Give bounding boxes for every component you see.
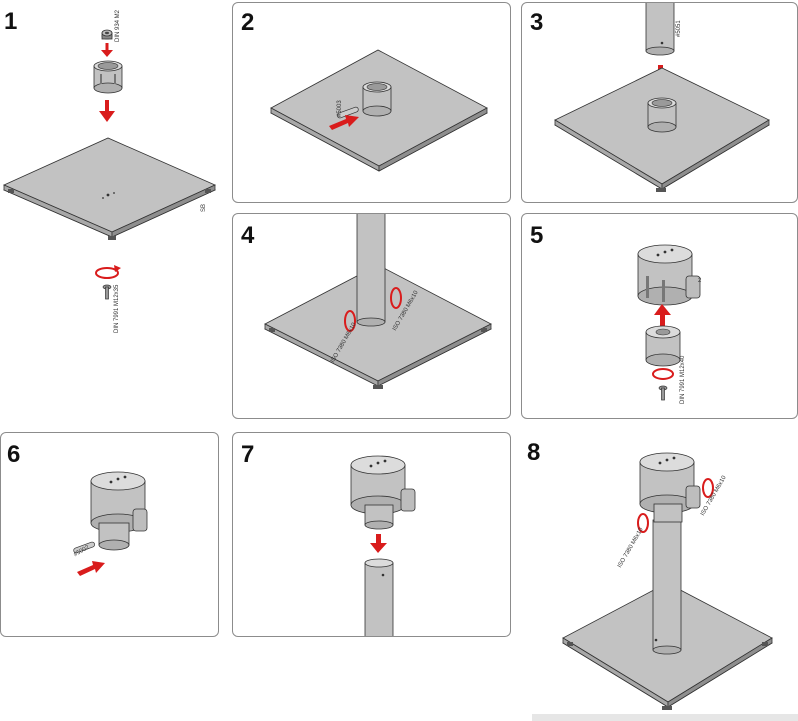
- hub-cylinder-icon: [93, 60, 123, 94]
- insert-cylinder-icon: [645, 325, 681, 367]
- step-5-illustration: [637, 244, 701, 401]
- hub-cylinder-icon: [647, 97, 677, 133]
- pole-icon: [364, 558, 394, 636]
- arrow-right-icon: [329, 115, 359, 130]
- arrow-down-icon: [99, 100, 115, 122]
- rotate-arrow-icon: [637, 478, 714, 533]
- step-3-illustration: [554, 3, 770, 192]
- step-3-number: 3: [530, 9, 544, 36]
- rotate-arrow-icon: [652, 368, 674, 380]
- nut-icon: [101, 29, 113, 40]
- clamp-hub-icon: [90, 471, 148, 551]
- step-5-side-label: 2: [698, 278, 702, 284]
- step-5-panel: 5 2 DIN 7991 M: [521, 213, 798, 419]
- step-1-number: 1: [4, 8, 18, 35]
- pin-icon: [336, 106, 359, 119]
- pin-icon: [73, 541, 96, 554]
- step-6-number: 6: [7, 441, 21, 468]
- arrow-down-icon: [101, 43, 113, 57]
- screw-icon: [102, 284, 112, 300]
- step-4-number: 4: [241, 222, 255, 249]
- step-5-number: 5: [530, 222, 544, 249]
- arrow-down-icon: [370, 534, 387, 553]
- hub-cylinder-icon: [362, 81, 392, 117]
- horizontal-scrollbar[interactable]: [532, 714, 798, 721]
- step-4-illustration: [264, 214, 492, 389]
- step-6-panel: 6 #5002: [0, 432, 219, 637]
- pole-icon: [652, 519, 682, 655]
- arrow-up-icon: [654, 304, 671, 327]
- clamp-hub-icon: [637, 244, 701, 306]
- step-7-illustration: [350, 455, 416, 636]
- rotate-arrow-icon: [95, 265, 121, 279]
- step-6-illustration: [73, 471, 148, 576]
- step-8-number: 8: [527, 439, 541, 466]
- step-3-panel: 3 #5051: [521, 2, 798, 203]
- step-7-panel: 7: [232, 432, 511, 637]
- step-1-illustration: [3, 29, 216, 300]
- step-2-illustration: [270, 49, 488, 172]
- base-plate-icon: [3, 137, 216, 240]
- pole-icon: [645, 3, 675, 56]
- clamp-hub-icon: [350, 455, 416, 530]
- screw-icon: [658, 385, 668, 401]
- step-2-panel: 2 #5003: [232, 2, 511, 203]
- step-4-panel: 4 ISO 7380 M6x10 ISO 7380 M6x10: [232, 213, 511, 419]
- step-2-number: 2: [241, 9, 255, 36]
- arrow-right-icon: [77, 561, 105, 576]
- step-7-number: 7: [241, 441, 255, 468]
- pole-icon: [356, 214, 386, 327]
- rotate-arrow-icon: [344, 287, 402, 332]
- clamp-hub-icon: [639, 452, 701, 523]
